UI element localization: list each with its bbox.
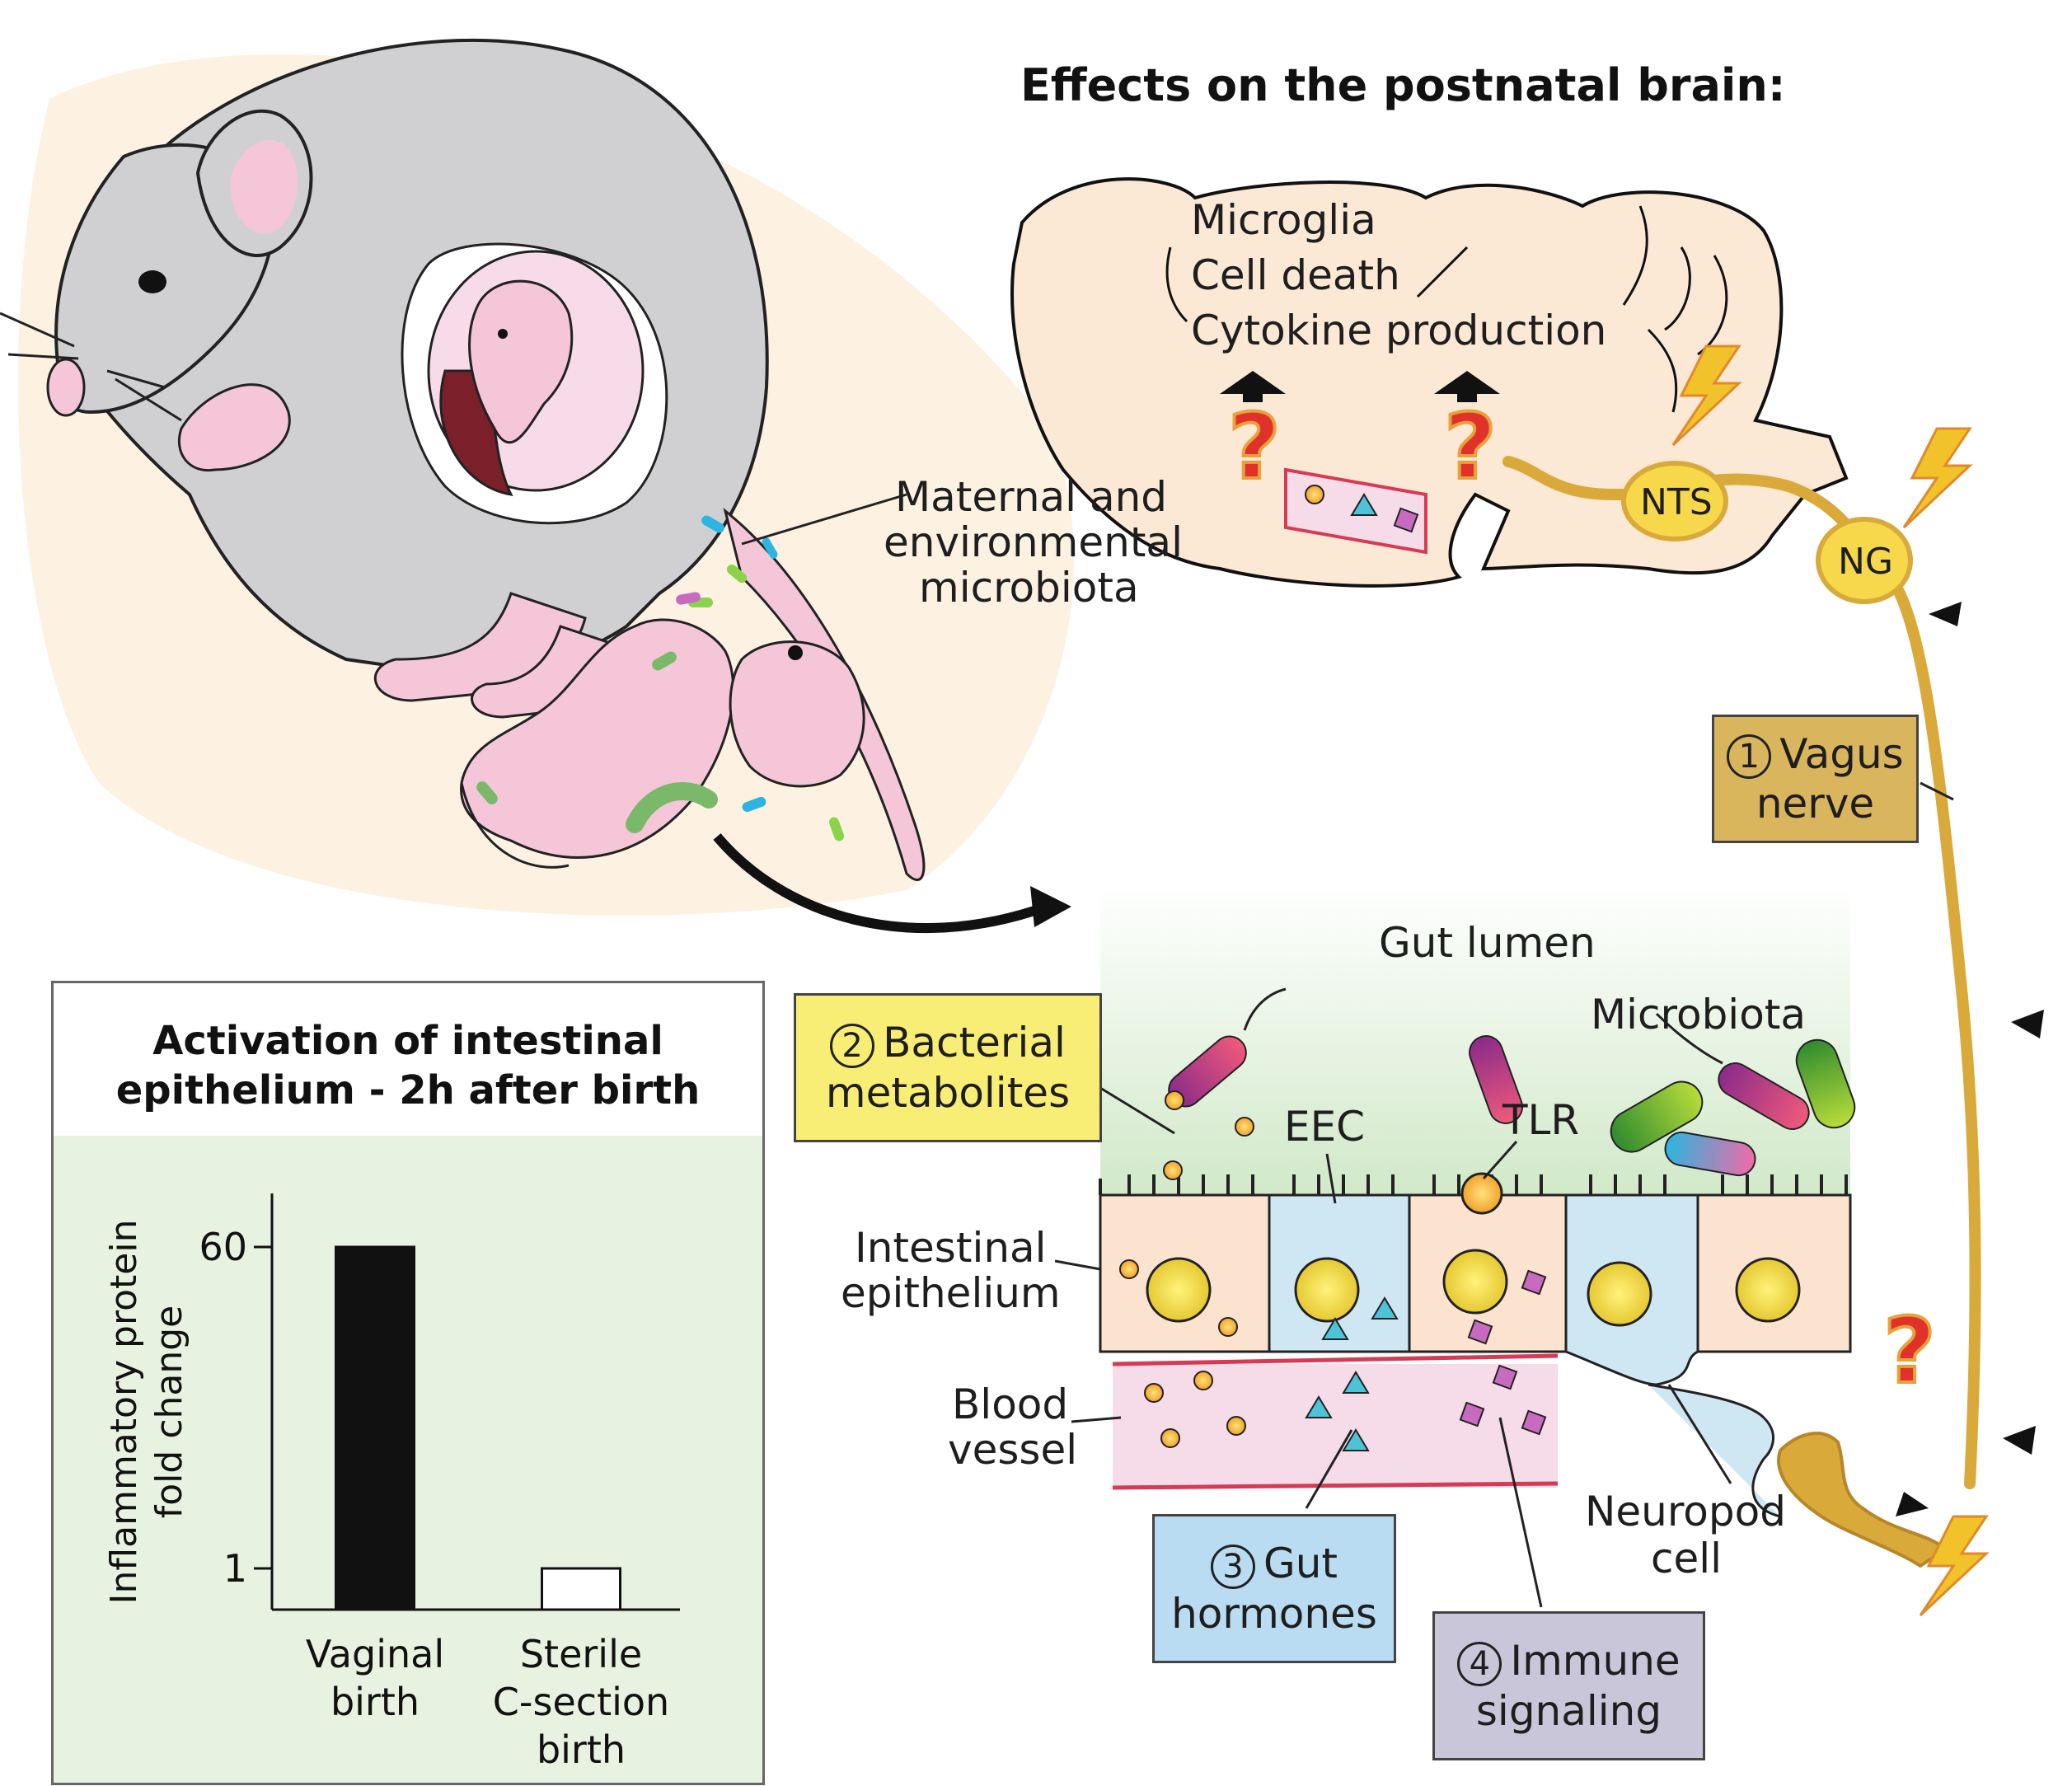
metabolite-dots bbox=[1119, 1090, 1503, 1448]
gut-section bbox=[1054, 781, 1954, 1608]
ng-label: NG bbox=[1838, 541, 1894, 583]
brain-effect-cell-death: Cell death bbox=[1191, 251, 1400, 299]
chart-bar bbox=[541, 1567, 621, 1611]
chart-category-label: Sterile bbox=[520, 1632, 642, 1676]
blood-vessel bbox=[1113, 1364, 1558, 1488]
mouse-eye bbox=[138, 270, 166, 293]
nts-label: NTS bbox=[1640, 481, 1713, 523]
blood-vessel-label-line2: vessel bbox=[948, 1426, 1078, 1474]
chart-ytick-label: 60 bbox=[199, 1225, 247, 1269]
chart-category-label: birth bbox=[537, 1727, 626, 1772]
chart-bar bbox=[335, 1245, 415, 1611]
question-mark-right: ? bbox=[1442, 392, 1498, 501]
nts-ganglion bbox=[1621, 461, 1728, 541]
vagus-nerve bbox=[1502, 345, 2044, 1617]
inset-chart: Activation of intestinal epithelium - 2h… bbox=[51, 981, 765, 1785]
mother-mouse bbox=[0, 38, 926, 881]
microbiota-label-line1: Maternal and bbox=[895, 473, 1168, 521]
neuropod-label-line2: cell bbox=[1651, 1535, 1723, 1582]
hormone-triangles bbox=[1305, 1296, 1399, 1451]
blood-vessel-label-line1: Blood bbox=[952, 1381, 1069, 1428]
immune-diamonds bbox=[1459, 1269, 1547, 1436]
tlr-label: TLR bbox=[1502, 1096, 1580, 1144]
chart-title-line2: epithelium - 2h after birth bbox=[115, 1067, 701, 1113]
question-mark-left: ? bbox=[1226, 392, 1282, 501]
chart-y-label: fold change bbox=[148, 1306, 190, 1518]
chart-category-label: C-section bbox=[493, 1680, 669, 1724]
newborn-pup bbox=[460, 618, 865, 869]
pup-to-gut-arrow bbox=[713, 833, 1048, 933]
microbiota-label-line3: microbiota bbox=[919, 564, 1139, 612]
epithelium-label-line1: Intestinal bbox=[855, 1224, 1047, 1272]
brain-effect-microglia: Microglia bbox=[1191, 196, 1376, 244]
chart-y-label: Inflammatory protein bbox=[103, 1220, 145, 1605]
chart-ytick-label: 1 bbox=[223, 1546, 247, 1591]
diagram-title: Effects on the postnatal brain: bbox=[1020, 59, 1786, 111]
question-mark-neuropod: ? bbox=[1882, 1296, 1938, 1405]
eec-label: EEC bbox=[1284, 1103, 1366, 1151]
chart-category-label: birth bbox=[330, 1680, 420, 1724]
scattered-microbiota bbox=[476, 515, 845, 841]
epithelium-label-line2: epithelium bbox=[841, 1269, 1061, 1317]
gut-lumen-label: Gut lumen bbox=[1379, 919, 1596, 967]
brain-effect-cytokine: Cytokine production bbox=[1191, 307, 1607, 354]
microbiota-gut-label: Microbiota bbox=[1591, 991, 1807, 1038]
epithelial-cells bbox=[1099, 1174, 1852, 1386]
chart-title-line1: Activation of intestinal bbox=[152, 1018, 663, 1064]
chart-svg: 601VaginalbirthSterileC-sectionbirthInfl… bbox=[103, 1193, 680, 1772]
chart-category-label: Vaginal bbox=[306, 1632, 444, 1676]
ng-ganglion bbox=[1816, 517, 1913, 604]
microbiota-label-line2: environmental bbox=[884, 518, 1183, 566]
neuropod-label-line1: Neuropod bbox=[1585, 1488, 1786, 1535]
